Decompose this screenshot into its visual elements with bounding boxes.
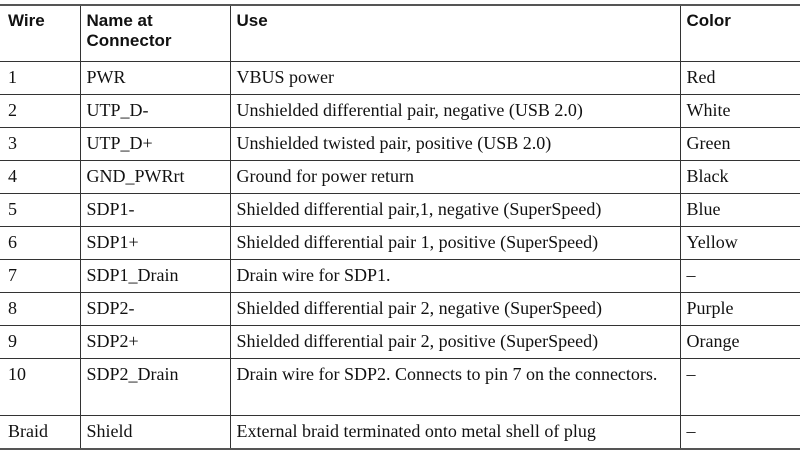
cell-wire: 1	[0, 61, 81, 95]
cell-name-at-connector: SDP1-	[79, 193, 231, 227]
cell-use: Drain wire for SDP1.	[229, 259, 681, 293]
cell-use: Unshielded differential pair, negative (…	[229, 94, 681, 128]
cell-color: –	[679, 415, 800, 450]
cell-name-at-connector: SDP2-	[79, 292, 231, 326]
cell-use: Unshielded twisted pair, positive (USB 2…	[229, 127, 681, 161]
header-color: Color	[679, 4, 800, 62]
cell-use: Drain wire for SDP2. Connects to pin 7 o…	[229, 358, 681, 416]
cell-name-at-connector: UTP_D+	[79, 127, 231, 161]
cell-use: Shielded differential pair,1, negative (…	[229, 193, 681, 227]
cell-color: Blue	[679, 193, 800, 227]
cell-use: External braid terminated onto metal she…	[229, 415, 681, 450]
cell-name-at-connector: Shield	[79, 415, 231, 450]
cell-name-at-connector: SDP1+	[79, 226, 231, 260]
cell-name-at-connector: GND_PWRrt	[79, 160, 231, 194]
cell-name-at-connector: PWR	[79, 61, 231, 95]
cell-name-at-connector: SDP1_Drain	[79, 259, 231, 293]
cell-wire: 6	[0, 226, 81, 260]
cell-use: Ground for power return	[229, 160, 681, 194]
cell-wire: 9	[0, 325, 81, 359]
cell-color: Orange	[679, 325, 800, 359]
header-use: Use	[229, 4, 681, 62]
cell-wire: 3	[0, 127, 81, 161]
header-wire: Wire	[0, 4, 81, 62]
cell-name-at-connector: SDP2+	[79, 325, 231, 359]
cell-color: Green	[679, 127, 800, 161]
cell-use: Shielded differential pair 2, positive (…	[229, 325, 681, 359]
cell-wire: 10	[0, 358, 81, 416]
cell-wire: Braid	[0, 415, 81, 450]
cell-color: Red	[679, 61, 800, 95]
cell-wire: 7	[0, 259, 81, 293]
cell-name-at-connector: SDP2_Drain	[79, 358, 231, 416]
cell-wire: 2	[0, 94, 81, 128]
cell-color: Black	[679, 160, 800, 194]
cell-wire: 5	[0, 193, 81, 227]
cell-wire: 4	[0, 160, 81, 194]
cell-use: Shielded differential pair 2, negative (…	[229, 292, 681, 326]
cell-color: Yellow	[679, 226, 800, 260]
cell-use: Shielded differential pair 1, positive (…	[229, 226, 681, 260]
cell-color: –	[679, 358, 800, 416]
header-name-at-connector: Name at Connector	[79, 4, 231, 62]
cell-color: White	[679, 94, 800, 128]
cell-wire: 8	[0, 292, 81, 326]
cell-color: –	[679, 259, 800, 293]
cell-color: Purple	[679, 292, 800, 326]
cell-name-at-connector: UTP_D-	[79, 94, 231, 128]
cell-use: VBUS power	[229, 61, 681, 95]
